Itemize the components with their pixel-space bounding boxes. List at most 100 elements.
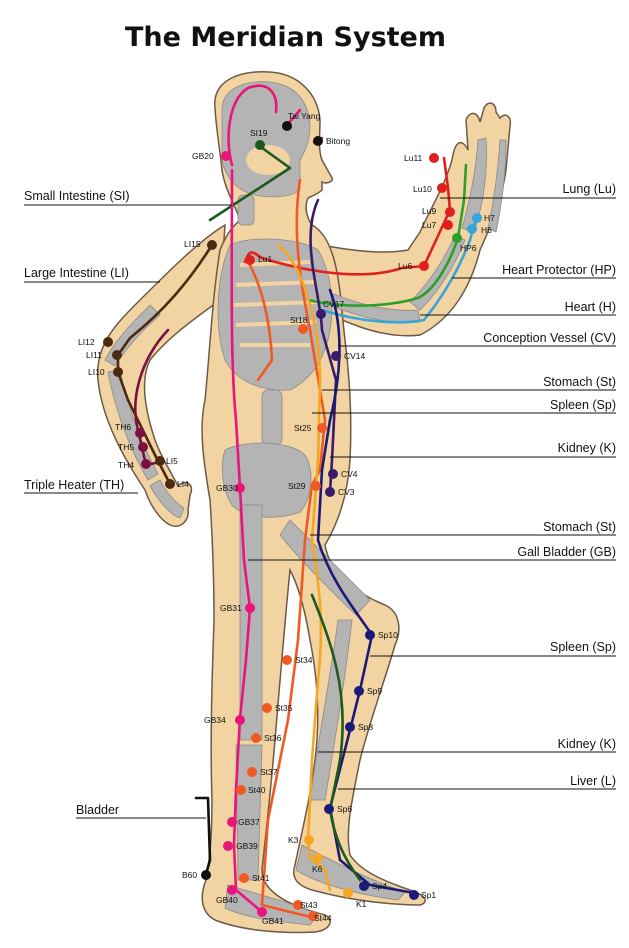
label-spleen-lower: Spleen (Sp) bbox=[550, 640, 616, 654]
point-gb40 bbox=[227, 885, 237, 895]
point-label-li5: LI5 bbox=[166, 456, 178, 466]
point-label-li12: LI12 bbox=[78, 337, 95, 347]
point-li5 bbox=[155, 456, 165, 466]
point-lu9 bbox=[445, 207, 455, 217]
point-label-st35: St35 bbox=[275, 703, 293, 713]
label-heart: Heart (H) bbox=[565, 300, 616, 314]
point-label-th6: TH6 bbox=[115, 422, 131, 432]
point-label-gb30: GB30 bbox=[216, 483, 238, 493]
point-sp4 bbox=[359, 881, 369, 891]
point-label-si19: SI19 bbox=[250, 128, 268, 138]
point-lu11 bbox=[429, 153, 439, 163]
point-cv17 bbox=[316, 309, 326, 319]
point-label-lu7: Lu7 bbox=[422, 220, 436, 230]
point-label-tai-yang: Tai Yang bbox=[288, 111, 321, 121]
right-humerus bbox=[329, 293, 421, 324]
stomach-chest-branch bbox=[244, 256, 274, 382]
point-st34 bbox=[282, 655, 292, 665]
point-gb37 bbox=[227, 817, 237, 827]
liver-meridian bbox=[310, 593, 362, 882]
point-label-sp9: Sp9 bbox=[367, 686, 382, 696]
point-st18 bbox=[298, 324, 308, 334]
label-small-intestine: Small Intestine (SI) bbox=[24, 189, 130, 203]
point-cv4 bbox=[328, 469, 338, 479]
point-st37 bbox=[247, 767, 257, 777]
face-area bbox=[246, 145, 290, 175]
point-label-sp1: Sp1 bbox=[421, 890, 436, 900]
point-lu7 bbox=[443, 220, 453, 230]
left-hand-bones bbox=[149, 479, 185, 519]
point-st29 bbox=[311, 481, 321, 491]
point-label-lu11: Lu11 bbox=[404, 153, 423, 163]
label-spleen-upper: Spleen (Sp) bbox=[550, 398, 616, 412]
rib-gaps bbox=[233, 260, 319, 347]
point-label-gb34: GB34 bbox=[204, 715, 226, 725]
acupoint-labels: Tai Yang Bitong SI19 GB20 LI15 Lu1 LI12 … bbox=[78, 111, 495, 926]
point-label-st43: St43 bbox=[300, 900, 318, 910]
point-st43 bbox=[293, 900, 303, 910]
point-h7 bbox=[472, 213, 482, 223]
point-label-bitong: Bitong bbox=[326, 136, 350, 146]
point-label-li11: LI11 bbox=[86, 350, 102, 360]
heart-meridian bbox=[320, 216, 478, 324]
point-k6 bbox=[313, 853, 323, 863]
point-label-k1: K1 bbox=[356, 899, 367, 909]
point-b60 bbox=[201, 870, 211, 880]
point-label-gb31: GB31 bbox=[220, 603, 242, 613]
point-label-hp6: HP6 bbox=[460, 243, 477, 253]
point-lu6 bbox=[419, 261, 429, 271]
point-label-st44: St44 bbox=[314, 913, 332, 923]
point-th6 bbox=[135, 428, 145, 438]
label-large-intestine: Large Intestine (LI) bbox=[24, 266, 129, 280]
point-si19 bbox=[255, 140, 265, 150]
point-label-h7: H7 bbox=[484, 213, 495, 223]
point-k1 bbox=[343, 888, 353, 898]
point-gb30 bbox=[235, 483, 245, 493]
point-sp10 bbox=[365, 630, 375, 640]
point-st36 bbox=[251, 733, 261, 743]
point-label-lu1: Lu1 bbox=[258, 254, 272, 264]
point-label-h6: H6 bbox=[481, 225, 492, 235]
point-label-st40: St40 bbox=[248, 785, 266, 795]
point-gb39 bbox=[223, 841, 233, 851]
point-li11 bbox=[112, 350, 122, 360]
point-label-th5: TH5 bbox=[118, 442, 134, 452]
point-label-gb39: GB39 bbox=[236, 841, 258, 851]
label-liver: Liver (L) bbox=[570, 774, 616, 788]
point-cv3 bbox=[325, 487, 335, 497]
point-gb34 bbox=[235, 715, 245, 725]
neck-vertebrae bbox=[237, 194, 255, 226]
stomach-meridian bbox=[260, 178, 327, 920]
point-st41 bbox=[239, 873, 249, 883]
point-label-sp4: Sp4 bbox=[372, 881, 387, 891]
point-label-th4: TH4 bbox=[118, 460, 134, 470]
point-label-st34: St34 bbox=[295, 655, 313, 665]
point-label-st41: St41 bbox=[252, 873, 270, 883]
label-stomach-upper: Stomach (St) bbox=[543, 375, 616, 389]
point-label-st25: St25 bbox=[294, 423, 312, 433]
point-st40 bbox=[236, 785, 246, 795]
pelvis bbox=[221, 442, 312, 518]
label-kidney-lower: Kidney (K) bbox=[558, 737, 616, 751]
point-label-gb41: GB41 bbox=[262, 916, 284, 926]
point-hp6 bbox=[452, 233, 462, 243]
point-bitong bbox=[313, 136, 323, 146]
point-label-gb40: GB40 bbox=[216, 895, 238, 905]
bladder-meridian bbox=[194, 796, 212, 876]
conception-vessel-meridian bbox=[309, 198, 338, 494]
point-th5 bbox=[138, 442, 148, 452]
point-li4 bbox=[165, 479, 175, 489]
point-st25 bbox=[317, 423, 327, 433]
label-kidney-upper: Kidney (K) bbox=[558, 441, 616, 455]
point-label-sp10: Sp10 bbox=[378, 630, 398, 640]
point-label-li10: LI10 bbox=[88, 367, 105, 377]
gall-bladder-meridian bbox=[230, 168, 264, 914]
acupoints bbox=[103, 121, 482, 921]
label-heart-protector: Heart Protector (HP) bbox=[502, 263, 616, 277]
label-lung: Lung (Lu) bbox=[562, 182, 616, 196]
point-label-sp6: Sp6 bbox=[337, 804, 352, 814]
point-label-st29: St29 bbox=[288, 481, 306, 491]
small-intestine-meridian bbox=[208, 143, 292, 222]
